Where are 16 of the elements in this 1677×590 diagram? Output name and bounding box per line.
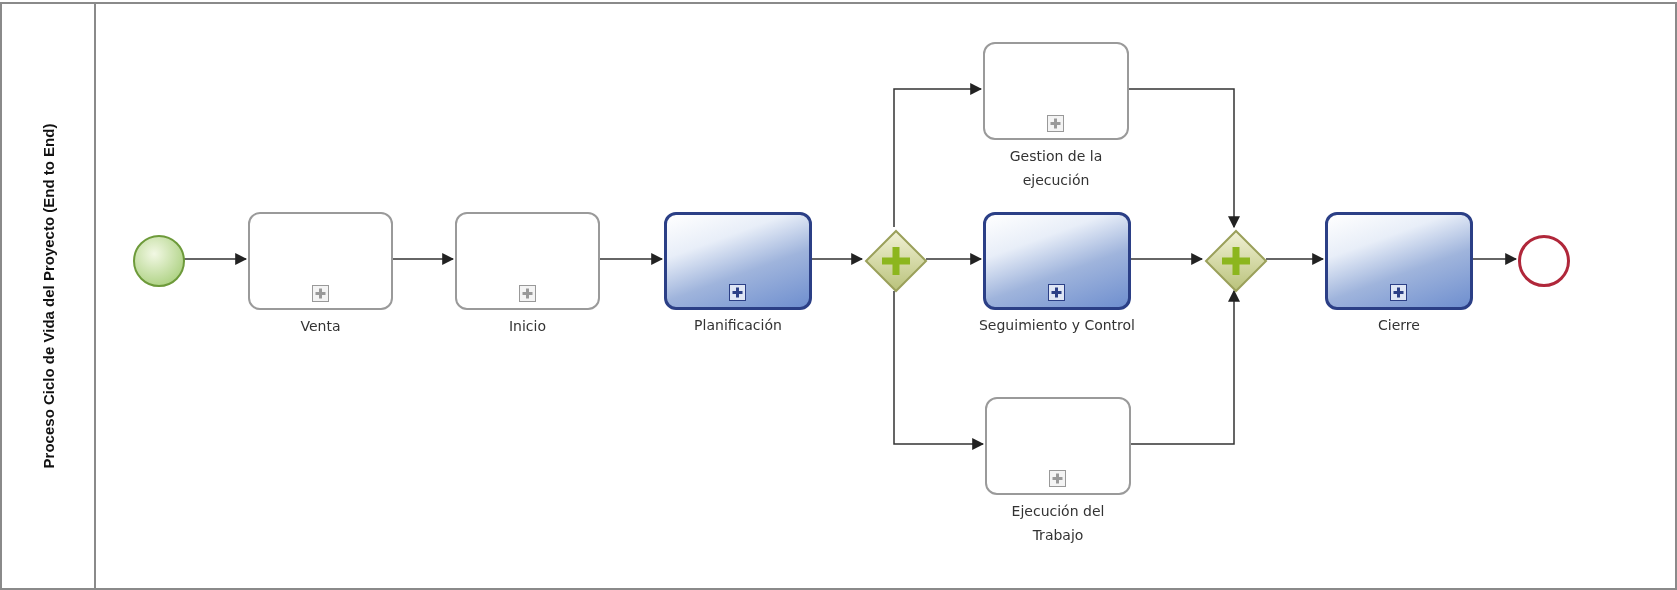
- task-label: Cierre: [1377, 316, 1421, 335]
- task-label: Gestion de la ejecución: [1008, 147, 1104, 190]
- end-event-circle: [1518, 235, 1570, 287]
- parallel-gateway: [1204, 229, 1268, 293]
- parallel-gateway: [864, 229, 928, 293]
- sequence-flow-arrow: [893, 290, 985, 450]
- sequence-flow-arrow: [893, 83, 983, 228]
- lane-title: Proceso Ciclo de Vida del Proyecto (End to End): [39, 123, 57, 469]
- task-label: Venta: [299, 317, 342, 336]
- task-label: Ejecución del Trabajo: [1010, 502, 1106, 545]
- task-label: Planificación: [693, 316, 783, 335]
- task-label: Seguimiento y Control: [978, 316, 1136, 335]
- start-event-circle: [133, 235, 185, 287]
- sequence-flow-arrow: [1265, 253, 1325, 265]
- task-label: Inicio: [507, 317, 547, 336]
- sequence-flow-arrow: [925, 253, 983, 265]
